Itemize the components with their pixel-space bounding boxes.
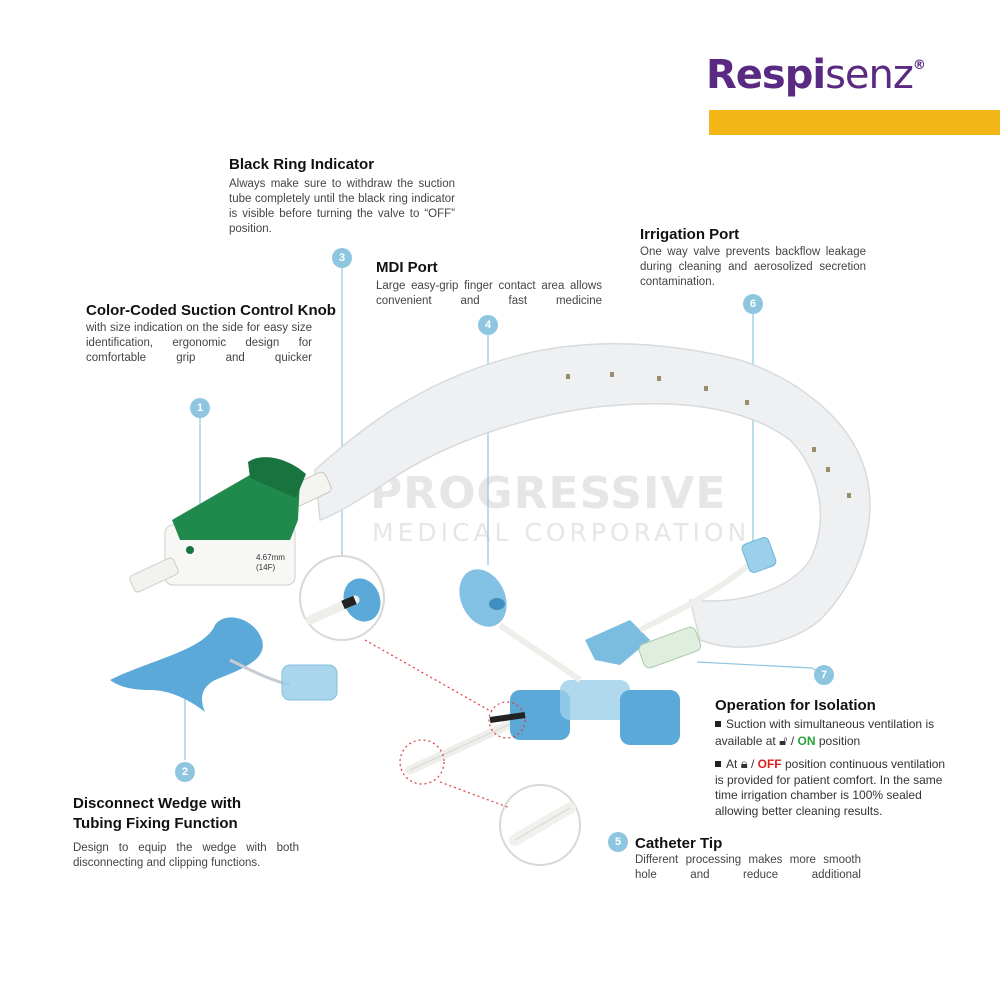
- main-connector: [510, 620, 702, 745]
- mdi-port: [459, 569, 507, 627]
- unlock-icon: 🔓︎: [779, 732, 788, 748]
- badge-5: 5: [608, 832, 628, 852]
- on-state: ON: [797, 733, 816, 748]
- badge-7: 7: [814, 665, 834, 685]
- callout-6-title: Irrigation Port: [640, 226, 740, 243]
- bullet-1-text: Suction with simultaneous ventilation is…: [715, 717, 935, 748]
- registered-mark: ®: [912, 58, 926, 73]
- zoom-black-ring: [299, 555, 385, 641]
- callout-3-title: Black Ring Indicator: [229, 156, 375, 173]
- sheath-markers: [566, 372, 851, 498]
- sheath: [314, 343, 871, 648]
- watermark-line1: PROGRESSIVE: [370, 468, 727, 519]
- callout-3-desc: Always make sure to withdraw the suction…: [229, 178, 455, 235]
- knob-fr-label: (14F): [256, 563, 275, 572]
- badge-3: 3: [332, 248, 352, 268]
- callout-1-title: Color-Coded Suction Control Knob: [86, 302, 336, 319]
- callout-2-title-line1: Disconnect Wedge with: [73, 795, 242, 812]
- callout-2-title-line2: Tubing Fixing Function: [73, 815, 238, 832]
- bullet-2-prefix: At: [726, 757, 738, 771]
- callout-2-desc: Design to equip the wedge with both disc…: [73, 842, 299, 869]
- bullet-2-text: position continuous ventilation is provi…: [715, 757, 946, 818]
- callout-4-title: MDI Port: [376, 259, 438, 276]
- bullet-square: [715, 760, 721, 767]
- brand-name-part1: Respi: [706, 52, 826, 98]
- callout-6-desc: One way valve prevents backflow leakage …: [640, 246, 866, 288]
- control-knob: 4.67mm (14F): [164, 457, 306, 586]
- zoom-catheter-tip: [499, 784, 581, 866]
- knob-size-label: 4.67mm: [256, 553, 285, 562]
- callout-1-desc: with size indication on the side for eas…: [86, 322, 312, 364]
- badge-2: 2: [175, 762, 195, 782]
- irrigation-port: [741, 537, 777, 573]
- bullet-square: [715, 720, 721, 727]
- callout-7-bullet-1: Suction with simultaneous ventilation is…: [715, 717, 935, 748]
- badge-1: 1: [190, 398, 210, 418]
- badge-4: 4: [478, 315, 498, 335]
- red-indicators: [364, 639, 526, 809]
- watermark-line2: MEDICAL CORPORATION: [372, 518, 751, 547]
- bullet-1-suffix: position: [818, 733, 861, 748]
- lock-icon: 🔒︎: [740, 756, 748, 771]
- brand-logo: Respisenz®: [706, 52, 926, 98]
- callout-5-desc: Different processing makes more smooth h…: [635, 854, 861, 881]
- leader-lines: [184, 268, 825, 760]
- disconnect-wedge: [110, 617, 263, 712]
- callout-5-title: Catheter Tip: [635, 835, 723, 852]
- callout-7-title: Operation for Isolation: [715, 697, 876, 714]
- brand-accent-bar: [709, 110, 1000, 135]
- callout-4-desc: Large easy-grip finger contact area allo…: [376, 280, 602, 307]
- off-state: OFF: [757, 757, 782, 771]
- brand-name-part2: senz: [825, 52, 914, 98]
- badge-6: 6: [743, 294, 763, 314]
- callout-7-bullet-2: At 🔒︎ / OFF position continuous ventilat…: [715, 756, 946, 818]
